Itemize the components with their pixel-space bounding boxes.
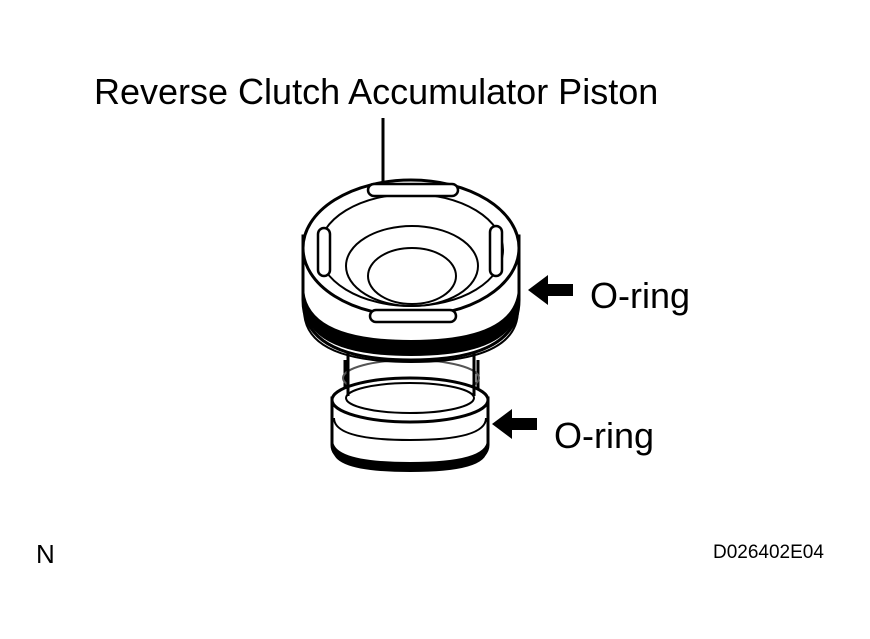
- corner-letter: N: [36, 539, 55, 569]
- lower-oring-groove: [330, 376, 490, 472]
- upper-oring-label: O-ring: [590, 275, 691, 316]
- lower-oring-label: O-ring: [554, 415, 655, 456]
- upper-flange: [301, 178, 521, 364]
- lower-oring-arrow: [492, 409, 537, 439]
- figure-code: D026402E04: [713, 542, 824, 563]
- upper-oring-arrow: [528, 275, 573, 305]
- diagram-title: Reverse Clutch Accumulator Piston: [94, 71, 659, 112]
